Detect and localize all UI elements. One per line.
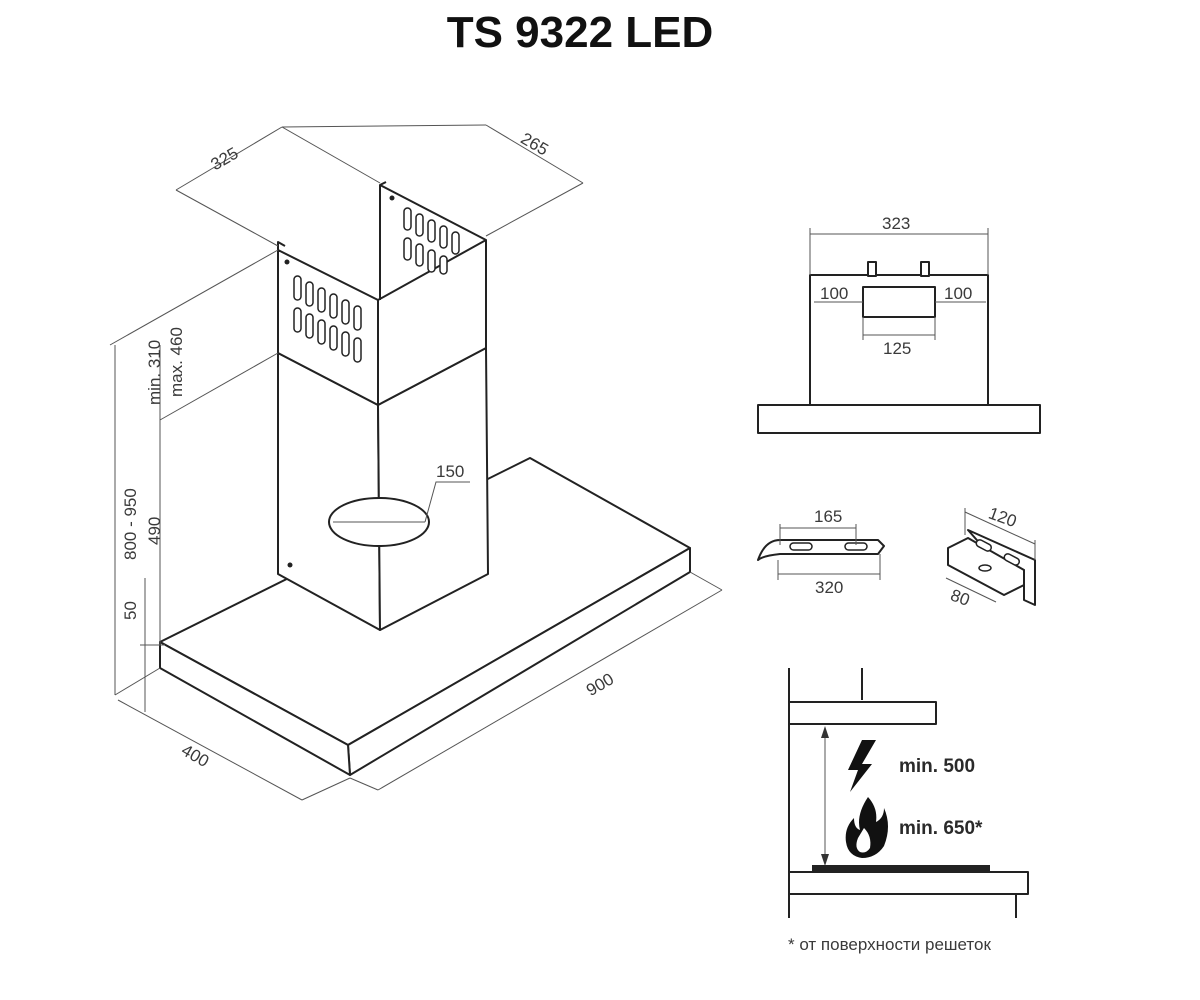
- front-canopy: [757, 404, 1041, 434]
- total-height-label: 800 - 950: [121, 488, 140, 560]
- hood-depth-label: 400: [178, 740, 212, 771]
- duct-min-label: min. 310: [145, 340, 164, 405]
- flame-icon: [845, 797, 888, 858]
- footnote: * от поверхности решеток: [788, 935, 991, 954]
- back-width-label: 323: [882, 214, 910, 233]
- cooktop-burners: [812, 865, 990, 873]
- vent-slots-back: [403, 207, 460, 275]
- chimney-upper-right: [377, 239, 487, 406]
- hood-width-label: 900: [583, 669, 617, 700]
- gas-clearance-label: min. 650*: [899, 818, 983, 839]
- hood-side-profile: [788, 701, 937, 725]
- hood-thickness-label: 50: [121, 601, 140, 620]
- side-bracket-width-label: 120: [986, 504, 1019, 532]
- bracket-length-label: 320: [815, 578, 843, 597]
- left-offset-label: 100: [820, 284, 848, 303]
- duct-width-label: 325: [208, 144, 242, 175]
- installation-clearance-view: min. 500 min. 650* * от поверхности реше…: [788, 668, 1029, 954]
- cooktop-surface: [788, 871, 1029, 895]
- side-bracket: 120 80: [945, 504, 1036, 610]
- duct-max-label: max. 460: [167, 327, 186, 397]
- bracket-slot-span-label: 165: [814, 507, 842, 526]
- front-outlet: [862, 286, 936, 318]
- electric-clearance-label: min. 500: [899, 756, 975, 777]
- chimney-lower-label: 490: [145, 517, 164, 545]
- product-title: TS 9322 LED: [446, 8, 714, 57]
- outlet-diameter-label: 150: [436, 462, 464, 481]
- right-offset-label: 100: [944, 284, 972, 303]
- wall-bracket: 165 320: [757, 507, 885, 597]
- vent-slots-left: [293, 275, 362, 363]
- hood-isometric-view: 150 325 265 800 - 950 min. 310 max. 460 …: [109, 124, 723, 801]
- lightning-icon: [848, 740, 876, 792]
- outlet-width-label: 125: [883, 339, 911, 358]
- duct-depth-label: 265: [518, 129, 552, 160]
- hood-front-view: 323 100 100 125: [757, 214, 1041, 434]
- hood-canopy-left: [159, 641, 351, 776]
